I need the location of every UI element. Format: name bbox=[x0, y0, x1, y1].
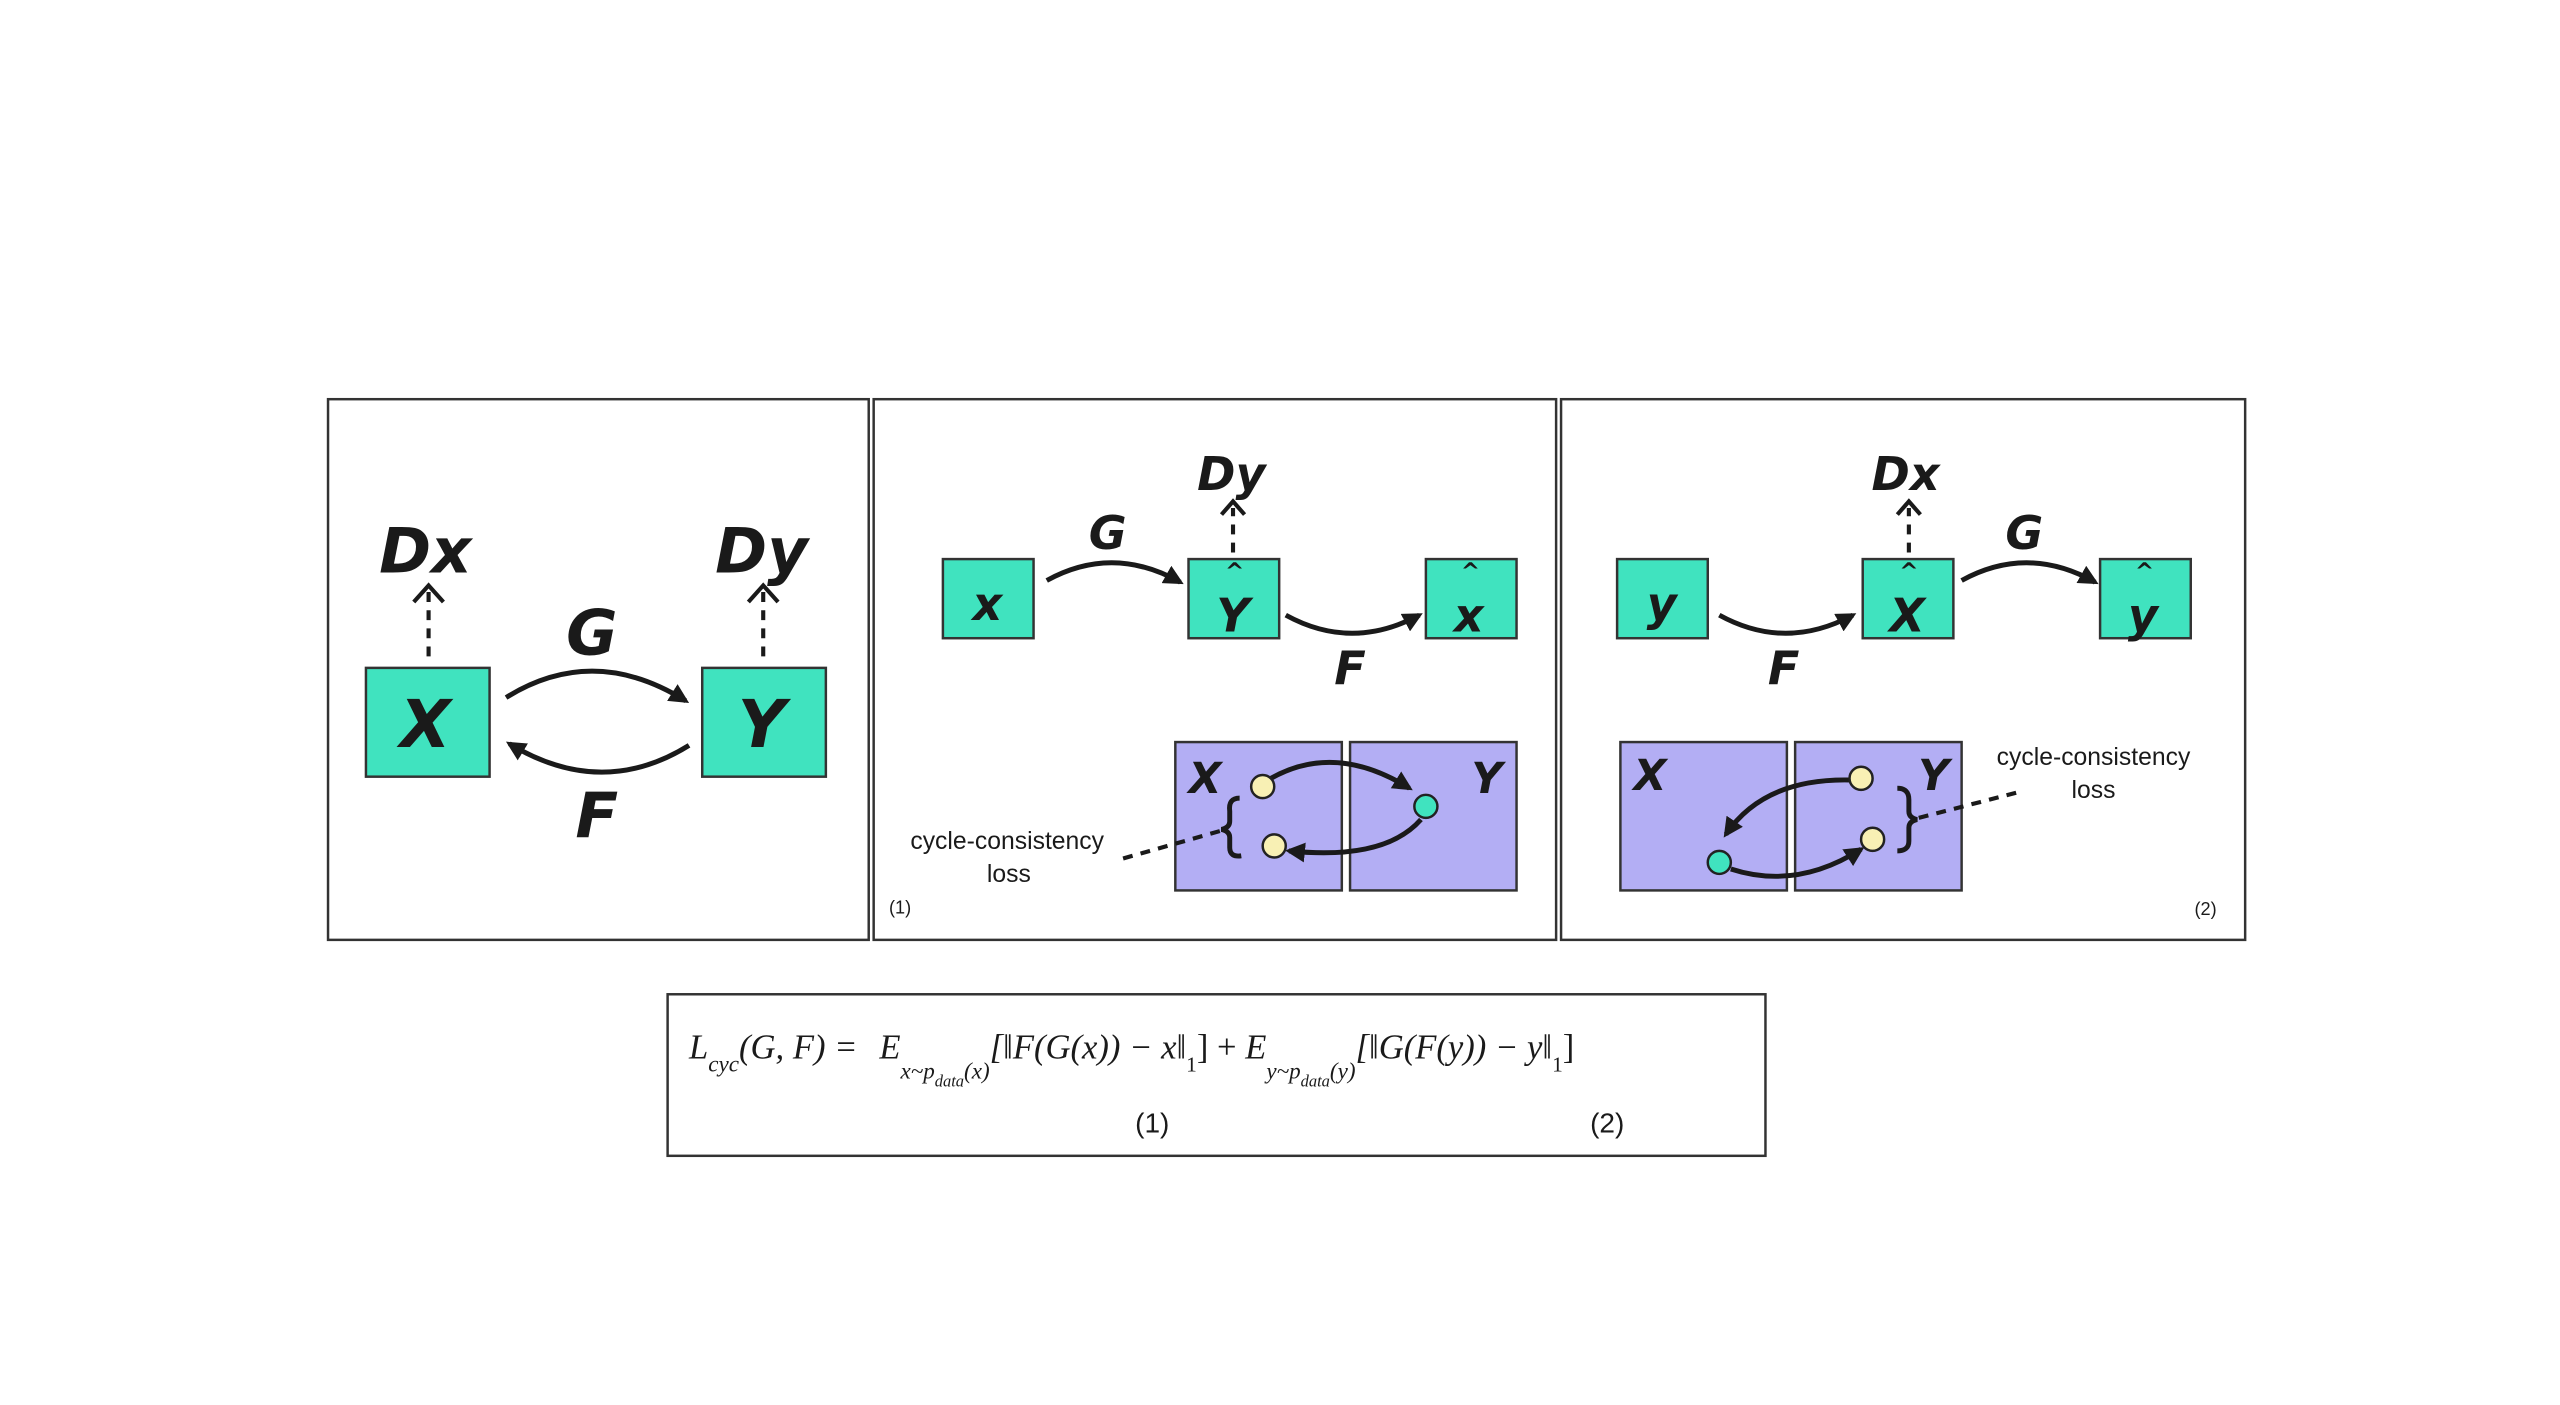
discriminator-dy-label: Dy bbox=[715, 514, 811, 587]
hat-mark: ^ bbox=[1225, 559, 1244, 585]
mapping-f-arrow bbox=[1285, 817, 1423, 863]
x-hat-box bbox=[1861, 557, 1955, 640]
loss-label-line2: loss bbox=[2072, 777, 2116, 804]
x-box bbox=[941, 557, 1035, 640]
expectation-1-subarg: (x) bbox=[964, 1057, 990, 1083]
loss-label-line1: cycle-consistency bbox=[910, 828, 1104, 855]
domain-x-region bbox=[1619, 740, 1789, 892]
generator-f-label: F bbox=[1768, 641, 1800, 695]
chevron-up-icon bbox=[1219, 498, 1247, 516]
x-hat-label: X bbox=[1886, 589, 1927, 643]
y-hat-box bbox=[1187, 557, 1281, 640]
sample-y-point bbox=[1413, 793, 1439, 820]
bracket-close-2: ] bbox=[1563, 1029, 1575, 1067]
expectation-1: E bbox=[878, 1029, 900, 1067]
term-2: [‖G(F(y)) − y‖ bbox=[1356, 1029, 1553, 1067]
domain-x-label: X bbox=[1631, 751, 1669, 801]
domain-x-box bbox=[364, 666, 491, 778]
loss-brace bbox=[1220, 795, 1242, 859]
expectation-2: E bbox=[1244, 1029, 1266, 1067]
expectation-2-subarg: (y) bbox=[1330, 1057, 1356, 1083]
sample-x-point bbox=[1249, 773, 1276, 800]
equation-formula: Lcyc(G, F) = Ex~pdata(x)[‖F(G(x)) − x‖1]… bbox=[688, 1029, 1574, 1091]
generator-f-arrow bbox=[1284, 612, 1423, 636]
panel-forward-cycle: x Y ^ x ^ Dy G F X Y cycle-consistency l… bbox=[872, 397, 1558, 942]
mapping-g-arrow bbox=[1730, 847, 1865, 879]
term-1-label: (1) bbox=[1135, 1108, 1169, 1139]
y-hat-label: Y bbox=[1216, 589, 1254, 643]
generator-g-label: G bbox=[1089, 506, 1127, 560]
bracket-close-1: ] bbox=[1197, 1029, 1209, 1067]
hat-mark: ^ bbox=[1461, 559, 1480, 585]
expectation-1-sub: x~p bbox=[900, 1057, 935, 1083]
panel-number: (2) bbox=[2195, 899, 2217, 919]
panel-backward-cycle: y X ^ y ^ Dx G F X Y cycle-consistency l… bbox=[1559, 397, 2247, 942]
domain-x-region bbox=[1174, 740, 1344, 892]
chevron-up-icon bbox=[412, 582, 445, 604]
generator-g-label: G bbox=[2005, 506, 2043, 560]
expectation-2-sub: y~p bbox=[1264, 1057, 1300, 1083]
hat-mark: ^ bbox=[1899, 559, 1918, 585]
generator-g-label: G bbox=[566, 597, 617, 670]
term-2-label: (2) bbox=[1590, 1108, 1624, 1139]
discriminator-dy-label: Dy bbox=[1197, 447, 1267, 501]
panel-number: (1) bbox=[889, 897, 911, 917]
generator-f-arrow bbox=[505, 741, 691, 775]
equation-frame bbox=[666, 993, 1767, 1158]
chevron-up-icon bbox=[746, 582, 780, 604]
loss-label-line2: loss bbox=[987, 861, 1031, 888]
expectation-2-subsub: data bbox=[1301, 1072, 1330, 1091]
expectation-1-subsub: data bbox=[935, 1072, 964, 1091]
sample-x-point bbox=[1706, 849, 1733, 876]
x-hat-label: x bbox=[1452, 589, 1485, 643]
generator-f-label: F bbox=[575, 780, 618, 853]
y-box bbox=[1615, 557, 1710, 640]
chevron-up-icon bbox=[1895, 498, 1922, 516]
generator-f-arrow bbox=[1718, 612, 1857, 636]
domain-x-label: X bbox=[1185, 754, 1223, 804]
reconstructed-x-point bbox=[1261, 833, 1288, 859]
term-1: [‖F(G(x)) − x‖ bbox=[990, 1029, 1187, 1067]
domain-x-label: X bbox=[396, 686, 454, 763]
hat-mark: ^ bbox=[2135, 559, 2154, 585]
generator-g-arrow bbox=[1960, 560, 2099, 585]
x-label: x bbox=[971, 577, 1004, 631]
reconstructed-y-point bbox=[1859, 826, 1886, 853]
loss-brace bbox=[1897, 785, 1918, 854]
discriminator-dx-label: Dx bbox=[379, 514, 474, 587]
mapping-f-arrow bbox=[1723, 777, 1850, 838]
norm-2: 1 bbox=[1552, 1053, 1563, 1077]
generator-f-label: F bbox=[1334, 641, 1366, 695]
lhs-subscript: cyc bbox=[708, 1051, 739, 1077]
y-hat-label: y bbox=[2128, 589, 2160, 643]
discriminator-dx-label: Dx bbox=[1872, 447, 1941, 501]
domain-y-label: Y bbox=[1471, 754, 1506, 804]
lhs-args: (G, F) = bbox=[739, 1029, 866, 1067]
loss-label-line1: cycle-consistency bbox=[1997, 744, 2191, 771]
cycle-consistency-equation: Lcyc(G, F) = Ex~pdata(x)[‖F(G(x)) − x‖1]… bbox=[666, 993, 1767, 1158]
panel-overview: X Y Dx Dy G F bbox=[326, 397, 870, 942]
generator-g-arrow bbox=[1045, 560, 1184, 585]
domain-y-label: Y bbox=[738, 686, 792, 763]
sample-y-point bbox=[1848, 765, 1874, 792]
lhs: L bbox=[688, 1029, 708, 1067]
domain-y-box bbox=[700, 666, 828, 778]
y-label: y bbox=[1647, 577, 1679, 631]
domain-y-label: Y bbox=[1918, 751, 1953, 801]
norm-1: 1 bbox=[1186, 1053, 1197, 1077]
mapping-g-arrow bbox=[1269, 759, 1413, 791]
x-hat-box bbox=[1424, 557, 1518, 640]
y-hat-box bbox=[2098, 557, 2192, 640]
plus: + bbox=[1208, 1029, 1245, 1067]
generator-g-arrow bbox=[504, 668, 690, 703]
